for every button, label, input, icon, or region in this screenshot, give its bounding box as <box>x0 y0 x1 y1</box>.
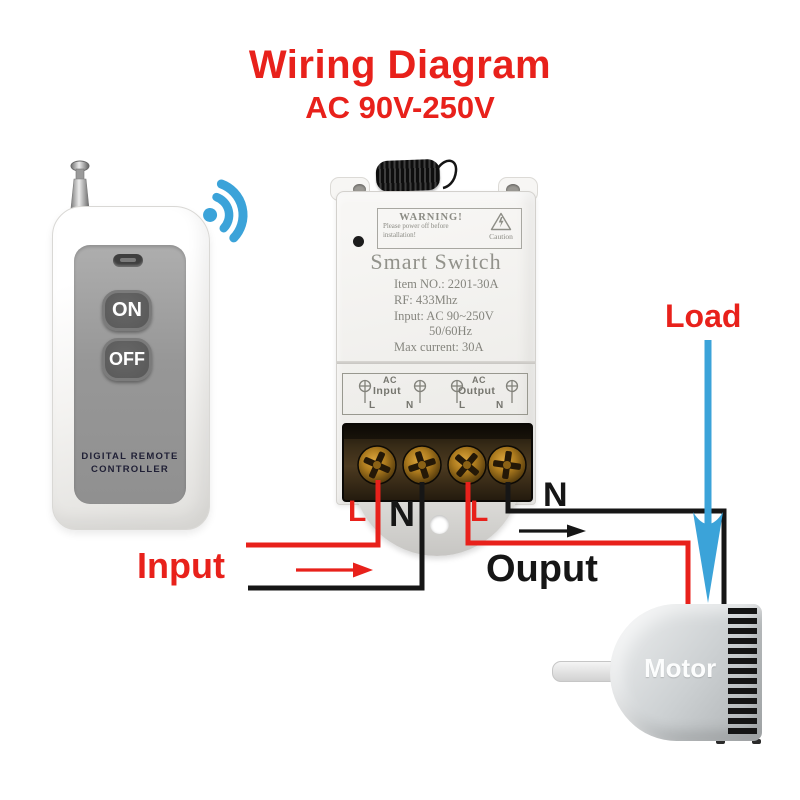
label-output-l: L <box>470 495 489 528</box>
off-button-label: OFF <box>109 349 145 369</box>
label-load: Load <box>665 298 742 334</box>
on-button-label: ON <box>112 299 142 321</box>
terminal-screws <box>344 425 531 485</box>
output-direction-arrow <box>519 524 586 538</box>
remote-off-button: OFF <box>102 338 152 381</box>
caution-label: Caution <box>489 232 513 241</box>
remote-brand-text: DIGITAL REMOTE CONTROLLER <box>74 451 186 476</box>
spec-item-no: Item NO.: 2201-30A <box>394 277 499 291</box>
terminal-legend-panel: AC Input AC Output L N L N <box>342 373 528 415</box>
motor-foot-left <box>716 739 725 744</box>
label-seam <box>337 361 535 364</box>
mount-hole-left <box>353 184 366 195</box>
terminal-screw-symbols <box>358 379 519 403</box>
input-direction-arrow <box>296 562 373 578</box>
product-name: Smart Switch <box>370 249 502 274</box>
remote-led-indicator <box>113 254 143 267</box>
pin-label-n2: N <box>496 400 504 411</box>
spec-frequency: 50/60Hz <box>429 324 473 339</box>
pin-label-l1: L <box>369 400 376 411</box>
motor: Motor <box>610 604 762 741</box>
remote-control: ON OFF DIGITAL REMOTE CONTROLLER <box>52 206 210 530</box>
warning-title: WARNING! <box>399 212 463 223</box>
coil-antenna <box>375 158 441 193</box>
spec-input: Input: AC 90~250V <box>394 308 494 323</box>
remote-brand-line2: CONTROLLER <box>91 463 169 475</box>
switch-led-dot <box>353 236 364 247</box>
title-block: Wiring Diagram AC 90V-250V <box>0 44 800 126</box>
warning-line1: Please power off before <box>383 223 449 230</box>
voltage-subtitle: AC 90V-250V <box>305 90 495 125</box>
label-output-n: N <box>543 476 568 514</box>
spec-list: Item NO.: 2201-30A RF: 433Mhz Input: AC … <box>394 277 499 356</box>
coil-antenna-tail <box>436 159 458 190</box>
label-input: Input <box>137 545 225 586</box>
caution-triangle-icon <box>490 212 512 231</box>
warning-line2: installation! <box>383 231 416 239</box>
motor-shaft <box>552 661 618 682</box>
ac-input-word: Input <box>373 385 402 397</box>
label-input-l: L <box>348 495 367 528</box>
switch-mount-hole <box>430 515 449 534</box>
label-input-n: N <box>389 493 415 534</box>
spec-max-current: Max current: 30A <box>394 340 484 355</box>
ac-output-ac: AC <box>472 375 486 385</box>
remote-on-button: ON <box>102 290 152 331</box>
terminal-block <box>342 423 533 502</box>
warning-label: WARNING! Please power off before install… <box>377 208 522 249</box>
pin-label-n1: N <box>406 400 414 411</box>
remote-front-panel: ON OFF DIGITAL REMOTE CONTROLLER <box>74 245 186 504</box>
page-title: Wiring Diagram <box>248 43 552 87</box>
spec-rf: RF: 433Mhz <box>394 292 458 307</box>
motor-label: Motor <box>644 653 717 683</box>
pin-label-l2: L <box>459 400 466 411</box>
ac-output-word: Output <box>458 385 496 397</box>
label-ouput: Ouput <box>486 548 598 590</box>
remote-brand-line1: DIGITAL REMOTE <box>81 451 179 462</box>
rf-signal-icon <box>203 179 248 243</box>
motor-foot-right <box>752 739 761 744</box>
motor-vents-icon <box>728 608 757 737</box>
ac-input-ac: AC <box>383 375 397 385</box>
load-arrow <box>693 340 723 603</box>
